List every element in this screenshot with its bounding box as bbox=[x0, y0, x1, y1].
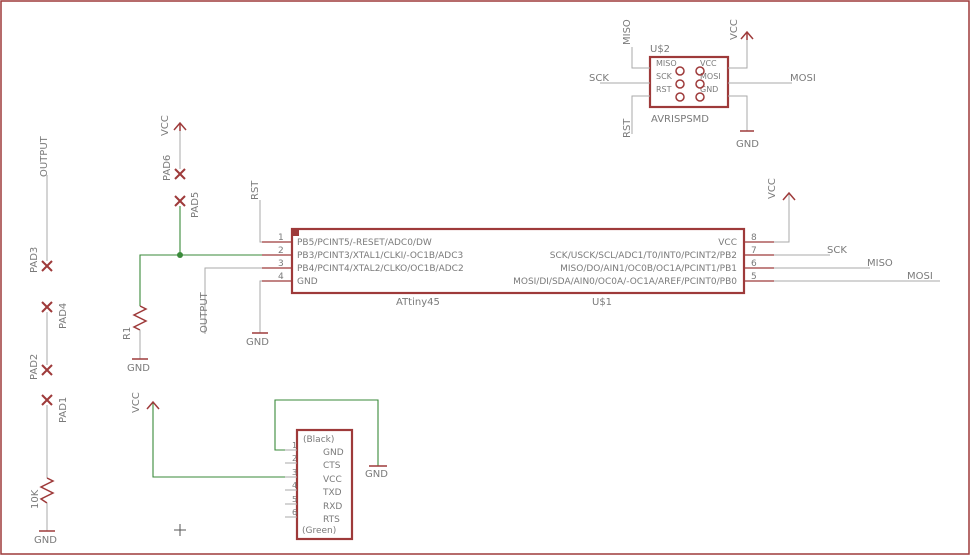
pad6-vcc-net-label: VCC bbox=[160, 115, 171, 136]
avrisp-vcc-net-label: VCC bbox=[729, 19, 740, 40]
r2-gnd-net-label: GND bbox=[34, 535, 57, 546]
avrisp-pin-rst-label: RST bbox=[656, 85, 672, 94]
attiny45-value: ATtiny45 bbox=[396, 297, 440, 308]
ftdi-pin-number: 2 bbox=[292, 454, 297, 463]
avrisp-pin-mosi-label: MOSI bbox=[700, 72, 721, 81]
avrisp-miso-net-label: MISO bbox=[622, 19, 633, 45]
avrisp-mosi-net-label: MOSI bbox=[790, 73, 816, 84]
mcu-rst-net-label: RST bbox=[250, 180, 261, 200]
pad3-output-net-label: OUTPUT bbox=[39, 135, 50, 177]
mcu-sck-net-label: SCK bbox=[827, 245, 847, 256]
ftdi-pin-label: VCC bbox=[323, 475, 342, 485]
ftdi-pin-label: GND bbox=[323, 448, 344, 458]
ftdi-pin-label: CTS bbox=[323, 461, 341, 471]
ftdi-header[interactable]: (Black) (Green) 1 2 3 4 5 6 GND CTS VCC … bbox=[285, 428, 354, 541]
avrisp-pin-gnd-label: GND bbox=[700, 85, 718, 94]
r1-label: R1 bbox=[122, 327, 133, 340]
pad4-label: PAD4 bbox=[58, 303, 69, 329]
avrisp-header[interactable]: U$2 AVRISPSMD MISO SCK RST VCC MOSI GND bbox=[648, 44, 730, 125]
attiny45-right-leads bbox=[744, 241, 774, 282]
ftdi-pin-leads bbox=[285, 449, 297, 518]
attiny45-chip[interactable]: ATtiny45 U$1 1 2 3 4 PB5/PCINT5/-RESET/A… bbox=[262, 227, 774, 308]
origin-crosshair-icon bbox=[174, 524, 186, 536]
attiny45-pin-label: PB4/PCINT4/XTAL2/CLKO/OC1B/ADC2 bbox=[297, 264, 464, 274]
attiny45-pin-number: 3 bbox=[278, 259, 284, 269]
attiny45-pin-label: PB5/PCINT5/-RESET/ADC0/DW bbox=[297, 238, 432, 248]
avrisp-name: U$2 bbox=[650, 44, 670, 55]
resistor-10k[interactable] bbox=[39, 477, 55, 532]
pad6-label: PAD6 bbox=[162, 155, 173, 181]
ftdi-gnd-net-label: GND bbox=[365, 469, 388, 480]
ftdi-pin-number: 4 bbox=[292, 481, 297, 490]
attiny45-left-leads bbox=[262, 241, 292, 282]
attiny45-pin-number: 7 bbox=[751, 246, 757, 256]
attiny45-pin-number: 2 bbox=[278, 246, 284, 256]
pad2-label: PAD2 bbox=[29, 354, 40, 380]
ftdi-pin-label: RXD bbox=[323, 502, 342, 512]
junction-dot bbox=[177, 252, 183, 258]
attiny45-pin-label: VCC bbox=[718, 238, 737, 248]
ftdi-pin-number: 5 bbox=[292, 495, 297, 504]
avrisp-pin-miso-label: MISO bbox=[656, 59, 677, 68]
avrisp-pin-holes bbox=[675, 66, 705, 102]
pad5[interactable] bbox=[174, 195, 186, 207]
ftdi-vcc-net-label: VCC bbox=[131, 392, 142, 413]
mcu-output-net-label: OUTPUT bbox=[199, 291, 210, 333]
pad2[interactable] bbox=[41, 364, 53, 376]
pad1[interactable] bbox=[41, 394, 53, 478]
avrisp-value: AVRISPSMD bbox=[651, 114, 709, 125]
avrisp-body bbox=[648, 55, 730, 109]
attiny45-name: U$1 bbox=[592, 297, 612, 308]
mcu-gnd-net-label: GND bbox=[246, 337, 269, 348]
pad3-label: PAD3 bbox=[29, 247, 40, 273]
mcu-mosi-net-label: MOSI bbox=[907, 271, 933, 282]
pad4[interactable] bbox=[41, 301, 53, 365]
attiny45-pin-number: 4 bbox=[278, 272, 284, 282]
attiny45-pin-number: 8 bbox=[751, 233, 757, 243]
pad5-label: PAD5 bbox=[190, 192, 201, 218]
attiny45-pin-number: 5 bbox=[751, 272, 757, 282]
pad6[interactable] bbox=[173, 121, 187, 180]
ftdi-pin-number: 1 bbox=[292, 441, 297, 450]
ftdi-pin-label: TXD bbox=[322, 488, 342, 498]
attiny45-pin-number: 6 bbox=[751, 259, 757, 269]
pad3[interactable] bbox=[41, 260, 53, 272]
attiny45-pin-number: 1 bbox=[278, 233, 284, 243]
attiny45-wires bbox=[139, 191, 940, 334]
r1-gnd-net-label: GND bbox=[127, 363, 150, 374]
avrisp-wires bbox=[600, 30, 792, 134]
avrisp-gnd-net-label: GND bbox=[736, 139, 759, 150]
ftdi-pin-number: 3 bbox=[292, 468, 297, 477]
attiny45-body bbox=[290, 227, 746, 295]
attiny45-pin-label: MOSI/DI/SDA/AIN0/OC0A/-OC1A/AREF/PCINT0/… bbox=[513, 277, 737, 287]
avrisp-pin-sck-label: SCK bbox=[656, 72, 673, 81]
mcu-vcc-net-label: VCC bbox=[767, 178, 778, 199]
ftdi-top-label: (Black) bbox=[303, 435, 334, 445]
attiny45-pin-label: MISO/DO/AIN1/OC0B/OC1A/PCINT1/PB1 bbox=[560, 264, 737, 274]
avrisp-pin-vcc-label: VCC bbox=[700, 59, 717, 68]
ftdi-body bbox=[295, 428, 354, 541]
ftdi-pin-number: 6 bbox=[292, 508, 297, 517]
attiny45-pin-label: GND bbox=[297, 277, 318, 287]
pad1-label: PAD1 bbox=[58, 397, 69, 423]
attiny45-pin-label: SCK/USCK/SCL/ADC1/T0/INT0/PCINT2/PB2 bbox=[550, 251, 737, 261]
resistor-r1[interactable] bbox=[132, 305, 148, 360]
attiny45-pin1-marker bbox=[293, 230, 299, 236]
ftdi-wires bbox=[146, 399, 387, 478]
attiny45-pin-label: PB3/PCINT3/XTAL1/CLKI/-OC1B/ADC3 bbox=[297, 251, 463, 261]
r2-value-label: 10K bbox=[30, 489, 41, 509]
mcu-miso-net-label: MISO bbox=[867, 258, 893, 269]
ftdi-pin-label: RTS bbox=[323, 515, 340, 525]
ftdi-bottom-label: (Green) bbox=[302, 526, 336, 536]
avrisp-rst-net-label: RST bbox=[622, 118, 633, 138]
avrisp-sck-net-label: SCK bbox=[589, 73, 609, 84]
